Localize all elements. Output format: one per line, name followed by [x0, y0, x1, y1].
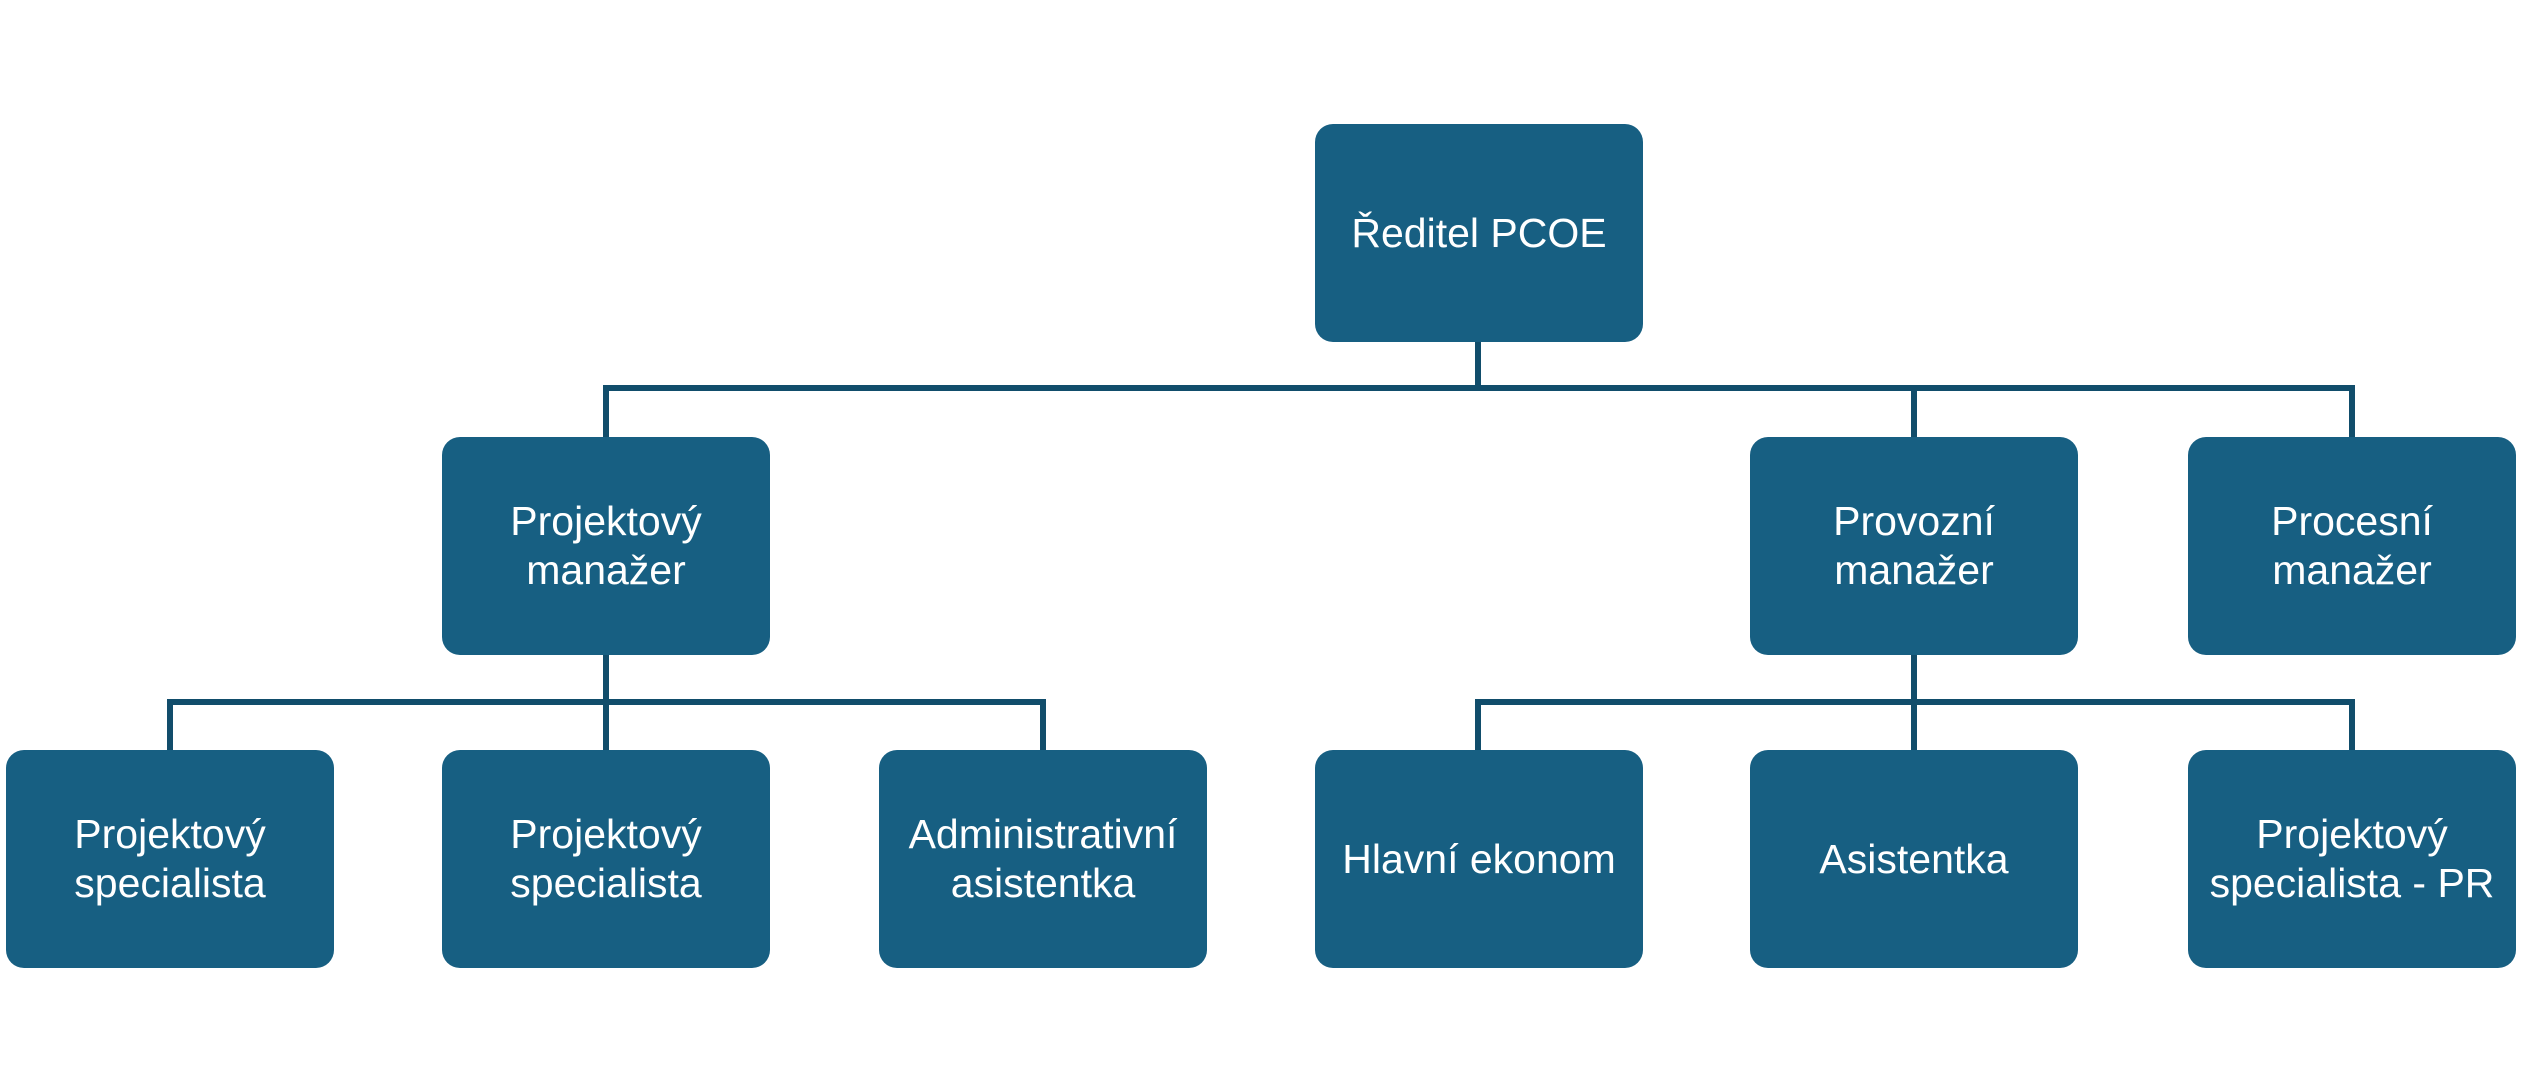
node-label-project-specialist-1: Projektový specialista — [74, 811, 266, 906]
node-assistant: Asistentka — [1750, 750, 2078, 968]
node-label-assistant: Asistentka — [1819, 835, 2009, 882]
node-chief-economist: Hlavní ekonom — [1315, 750, 1643, 968]
node-project-manager: Projektový manažer — [442, 437, 770, 655]
node-director: Ředitel PCOE — [1315, 124, 1643, 342]
node-label-operations-manager: Provozní manažer — [1833, 498, 1995, 593]
node-operations-manager: Provozní manažer — [1750, 437, 2078, 655]
node-label-admin-assistant: Administrativní asistentka — [908, 811, 1178, 906]
node-project-specialist-pr: Projektový specialista - PR — [2188, 750, 2516, 968]
node-project-specialist-2: Projektový specialista — [442, 750, 770, 968]
node-label-chief-economist: Hlavní ekonom — [1342, 835, 1616, 882]
node-admin-assistant: Administrativní asistentka — [879, 750, 1207, 968]
node-project-specialist-1: Projektový specialista — [6, 750, 334, 968]
node-label-project-manager: Projektový manažer — [510, 498, 702, 593]
node-label-project-specialist-2: Projektový specialista — [510, 811, 702, 906]
node-process-manager: Procesní manažer — [2188, 437, 2516, 655]
node-label-process-manager: Procesní manažer — [2271, 498, 2433, 593]
node-label-project-specialist-pr: Projektový specialista - PR — [2209, 811, 2495, 906]
node-label-director: Ředitel PCOE — [1351, 209, 1607, 256]
